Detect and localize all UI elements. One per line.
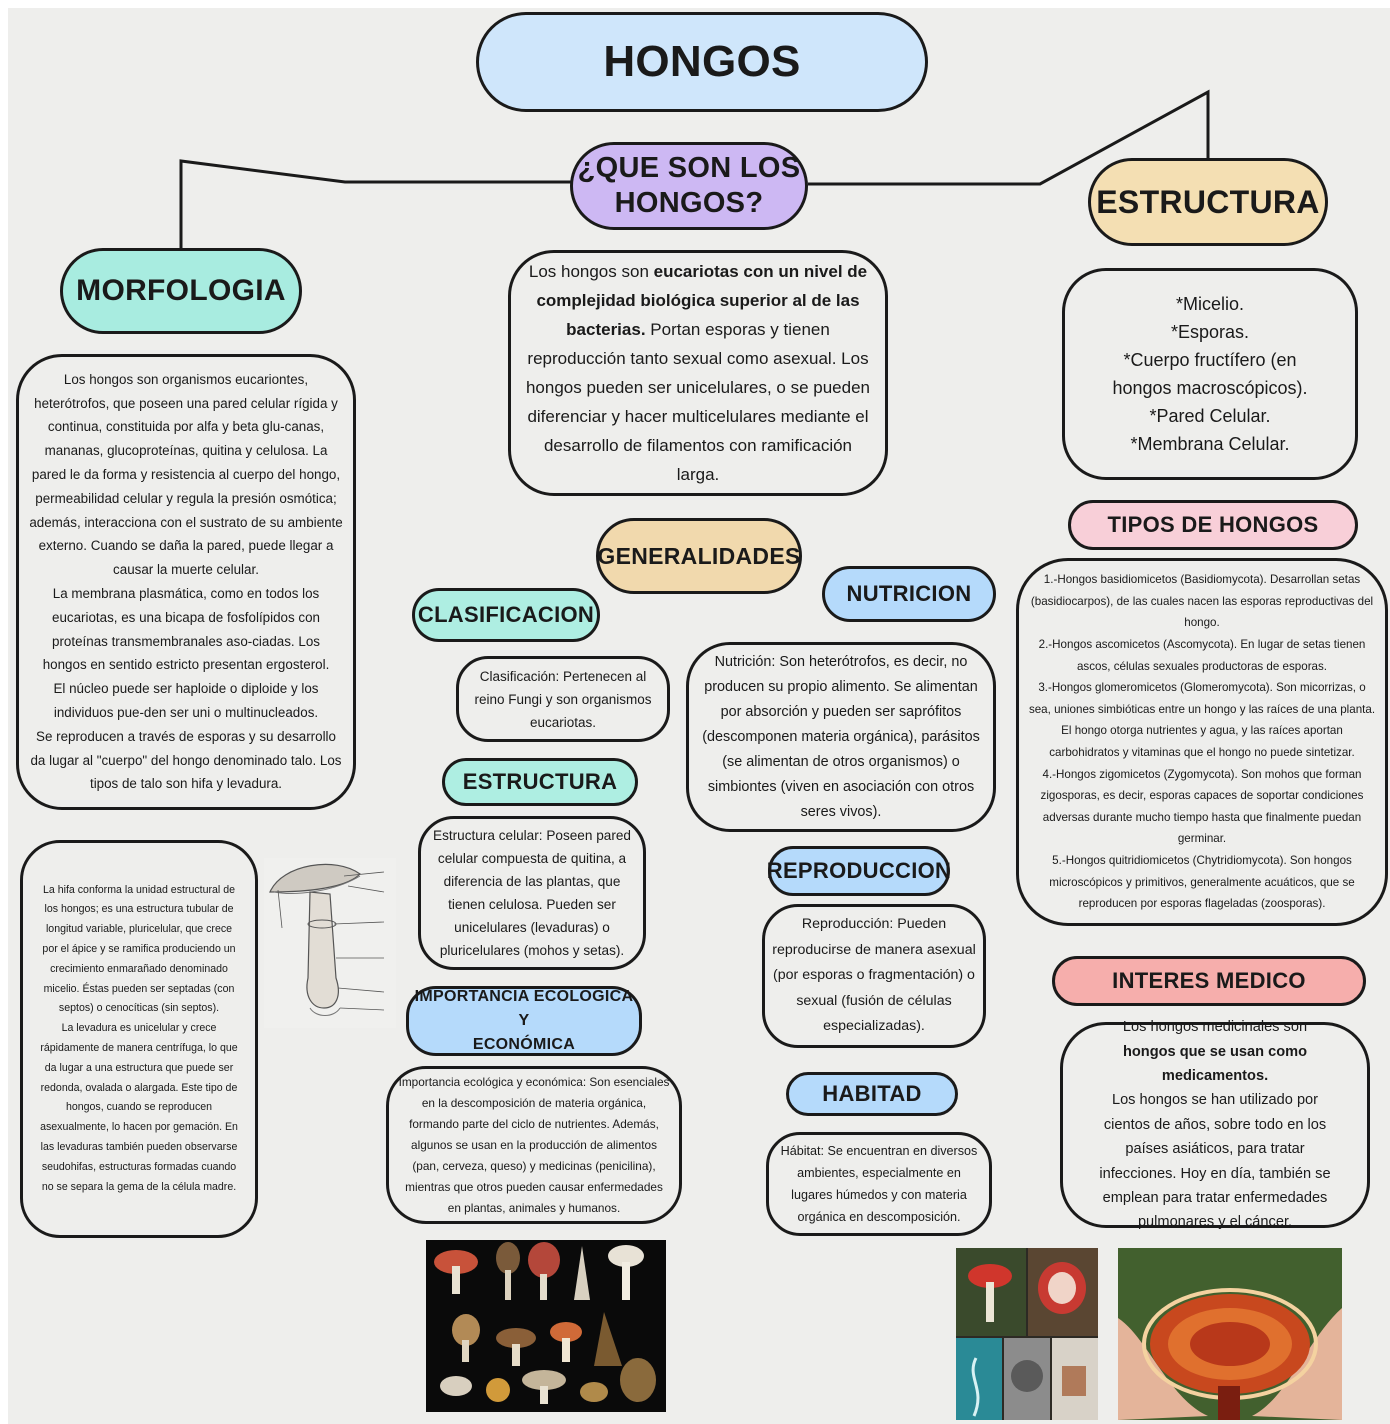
connector-morfologia bbox=[179, 159, 572, 282]
interes-title: INTERES MEDICO bbox=[1052, 956, 1366, 1006]
que-son-text-post: Portan esporas y tienen reproducción tan… bbox=[525, 320, 871, 484]
que-son-text-box: Los hongos son eucariotas con un nivel d… bbox=[508, 250, 888, 496]
connector-estructura bbox=[808, 89, 1210, 186]
tipos-text-box: 1.-Hongos basidiomicetos (Basidiomycota)… bbox=[1016, 558, 1388, 926]
nutricion-text: Nutrición: Son heterótrofos, es decir, n… bbox=[702, 653, 980, 820]
que-son-title: ¿QUE SON LOS HONGOS? bbox=[570, 142, 808, 230]
importancia-title-text: IMPORTANCIA ECOLÓGICA Y ECONÓMICA bbox=[414, 988, 634, 1053]
clasificacion-text: Clasificación: Pertenecen al reino Fungi… bbox=[474, 668, 652, 730]
reproduccion-title: REPRODUCCION bbox=[766, 846, 952, 896]
que-son-title-text: ¿QUE SON LOS HONGOS? bbox=[577, 152, 801, 219]
tipos-title-text: TIPOS DE HONGOS bbox=[1107, 512, 1319, 537]
main-title-text: HONGOS bbox=[603, 37, 801, 86]
que-son-text: Los hongos son eucariotas con un nivel d… bbox=[525, 257, 871, 489]
importancia-text-box: Importancia ecológica y económica: Son e… bbox=[386, 1066, 682, 1224]
habitad-text-box: Hábitat: Se encuentran en diversos ambie… bbox=[766, 1132, 992, 1236]
interes-text-box: Los hongos medicinales son hongos que se… bbox=[1060, 1019, 1370, 1230]
tipos-title: TIPOS DE HONGOS bbox=[1068, 500, 1358, 550]
clasificacion-title: CLASIFICACION bbox=[412, 588, 600, 642]
reproduccion-text: Reproducción: Pueden reproducirse de man… bbox=[772, 916, 976, 1035]
medicinal-mushroom-photo bbox=[1118, 1248, 1342, 1420]
hifa-text: La hifa conforma la unidad estructural d… bbox=[40, 883, 238, 1193]
clasificacion-text-box: Clasificación: Pertenecen al reino Fungi… bbox=[456, 656, 670, 742]
estructura-title-text: ESTRUCTURA bbox=[1096, 183, 1320, 220]
estructura-text: *Micelio. *Esporas. *Cuerpo fructífero (… bbox=[1112, 294, 1308, 454]
nutricion-text-box: Nutrición: Son heterótrofos, es decir, n… bbox=[686, 642, 996, 832]
mushroom-anatomy-image bbox=[264, 858, 396, 1028]
nutricion-title: NUTRICION bbox=[822, 566, 996, 622]
generalidades-title: GENERALIDADES bbox=[596, 518, 802, 594]
hifa-text-box: La hifa conforma la unidad estructural d… bbox=[20, 840, 258, 1238]
morfologia-text: Los hongos son organismos eucariontes, h… bbox=[29, 371, 343, 792]
mushroom-collection-photo bbox=[426, 1240, 666, 1412]
estructura-gen-title: ESTRUCTURA bbox=[442, 758, 638, 806]
tipos-text: 1.-Hongos basidiomicetos (Basidiomycota)… bbox=[1028, 573, 1376, 911]
interes-text-post: Los hongos se han utilizado por cientos … bbox=[1099, 1092, 1331, 1231]
fungi-collage-icon bbox=[956, 1248, 1098, 1420]
mushroom-sketch-icon bbox=[269, 863, 385, 1016]
habitad-title-text: HABITAD bbox=[822, 1081, 922, 1106]
generalidades-title-text: GENERALIDADES bbox=[597, 542, 801, 569]
reproduccion-title-text: REPRODUCCION bbox=[766, 858, 952, 883]
interes-text-pre: Los hongos medicinales son bbox=[1122, 1019, 1308, 1036]
clasificacion-title-text: CLASIFICACION bbox=[417, 602, 595, 627]
interes-title-text: INTERES MEDICO bbox=[1112, 968, 1306, 993]
habitad-title: HABITAD bbox=[786, 1072, 958, 1116]
reproduccion-text-box: Reproducción: Pueden reproducirse de man… bbox=[762, 904, 986, 1048]
main-title: HONGOS bbox=[476, 12, 928, 112]
habitad-text: Hábitat: Se encuentran en diversos ambie… bbox=[780, 1144, 978, 1224]
morfologia-title: MORFOLOGIA bbox=[60, 248, 302, 334]
reishi-mushroom-icon bbox=[1118, 1248, 1342, 1420]
que-son-text-bold: eucariotas con un nivel de complejidad b… bbox=[536, 262, 868, 339]
interes-text: Los hongos medicinales son hongos que se… bbox=[1097, 1015, 1333, 1235]
estructura-gen-title-text: ESTRUCTURA bbox=[462, 769, 618, 794]
mushrooms-icon bbox=[434, 1242, 656, 1404]
morfologia-title-text: MORFOLOGIA bbox=[76, 274, 286, 307]
morfologia-text-box: Los hongos son organismos eucariontes, h… bbox=[16, 354, 356, 810]
importancia-title: IMPORTANCIA ECOLÓGICA Y ECONÓMICA bbox=[406, 986, 642, 1056]
estructura-text-box: *Micelio. *Esporas. *Cuerpo fructífero (… bbox=[1062, 268, 1358, 480]
estructura-title: ESTRUCTURA bbox=[1088, 158, 1328, 246]
estructura-gen-text-box: Estructura celular: Poseen pared celular… bbox=[418, 816, 646, 970]
nutricion-title-text: NUTRICION bbox=[846, 581, 972, 606]
que-son-text-pre: Los hongos son bbox=[528, 262, 654, 281]
importancia-text: Importancia ecológica y económica: Son e… bbox=[398, 1074, 670, 1215]
interes-text-bold: hongos que se usan como medicamentos. bbox=[1122, 1043, 1308, 1084]
estructura-gen-text: Estructura celular: Poseen pared celular… bbox=[433, 828, 631, 958]
fungi-types-collage bbox=[956, 1248, 1098, 1420]
